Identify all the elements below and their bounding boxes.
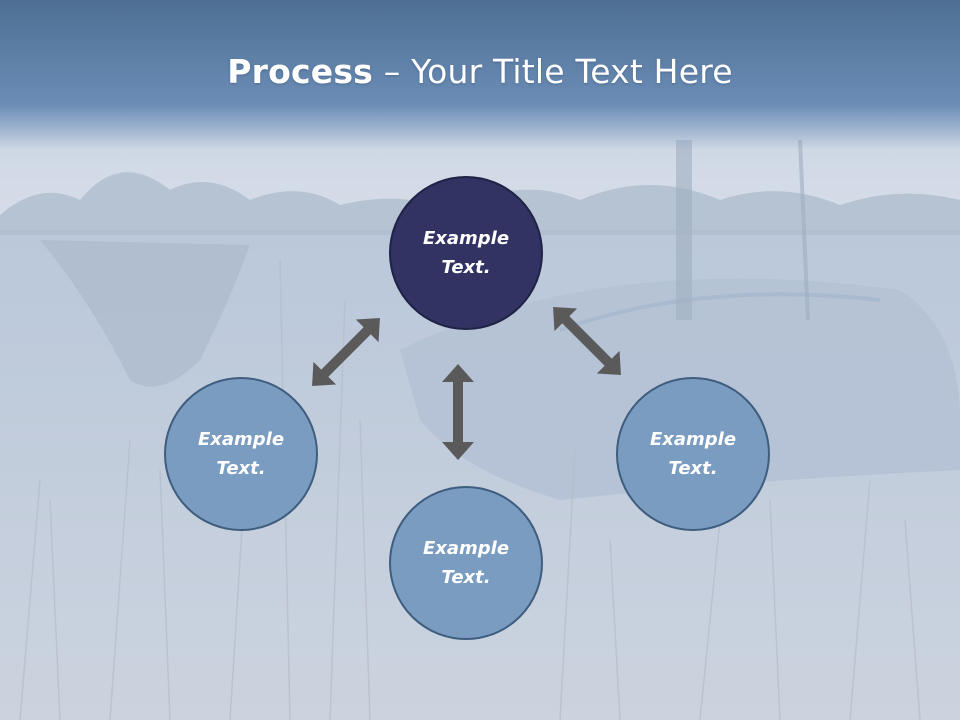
node-left-label: Example Text.	[197, 429, 285, 479]
node-right-label: Example Text.	[649, 429, 737, 479]
node-bottom-label: Example Text.	[422, 538, 510, 588]
title-bar	[0, 0, 960, 150]
arrow-vertical	[442, 364, 474, 460]
title-rest: – Your Title Text Here	[373, 52, 733, 91]
node-top[interactable]: Example Text.	[389, 176, 543, 330]
title-bold: Process	[227, 52, 374, 91]
node-right[interactable]: Example Text.	[616, 377, 770, 531]
arrow-top-left	[312, 318, 380, 386]
slide-title: Process – Your Title Text Here	[0, 52, 960, 91]
node-left[interactable]: Example Text.	[164, 377, 318, 531]
node-bottom[interactable]: Example Text.	[389, 486, 543, 640]
node-top-label: Example Text.	[422, 228, 510, 278]
arrow-top-right	[553, 307, 621, 375]
